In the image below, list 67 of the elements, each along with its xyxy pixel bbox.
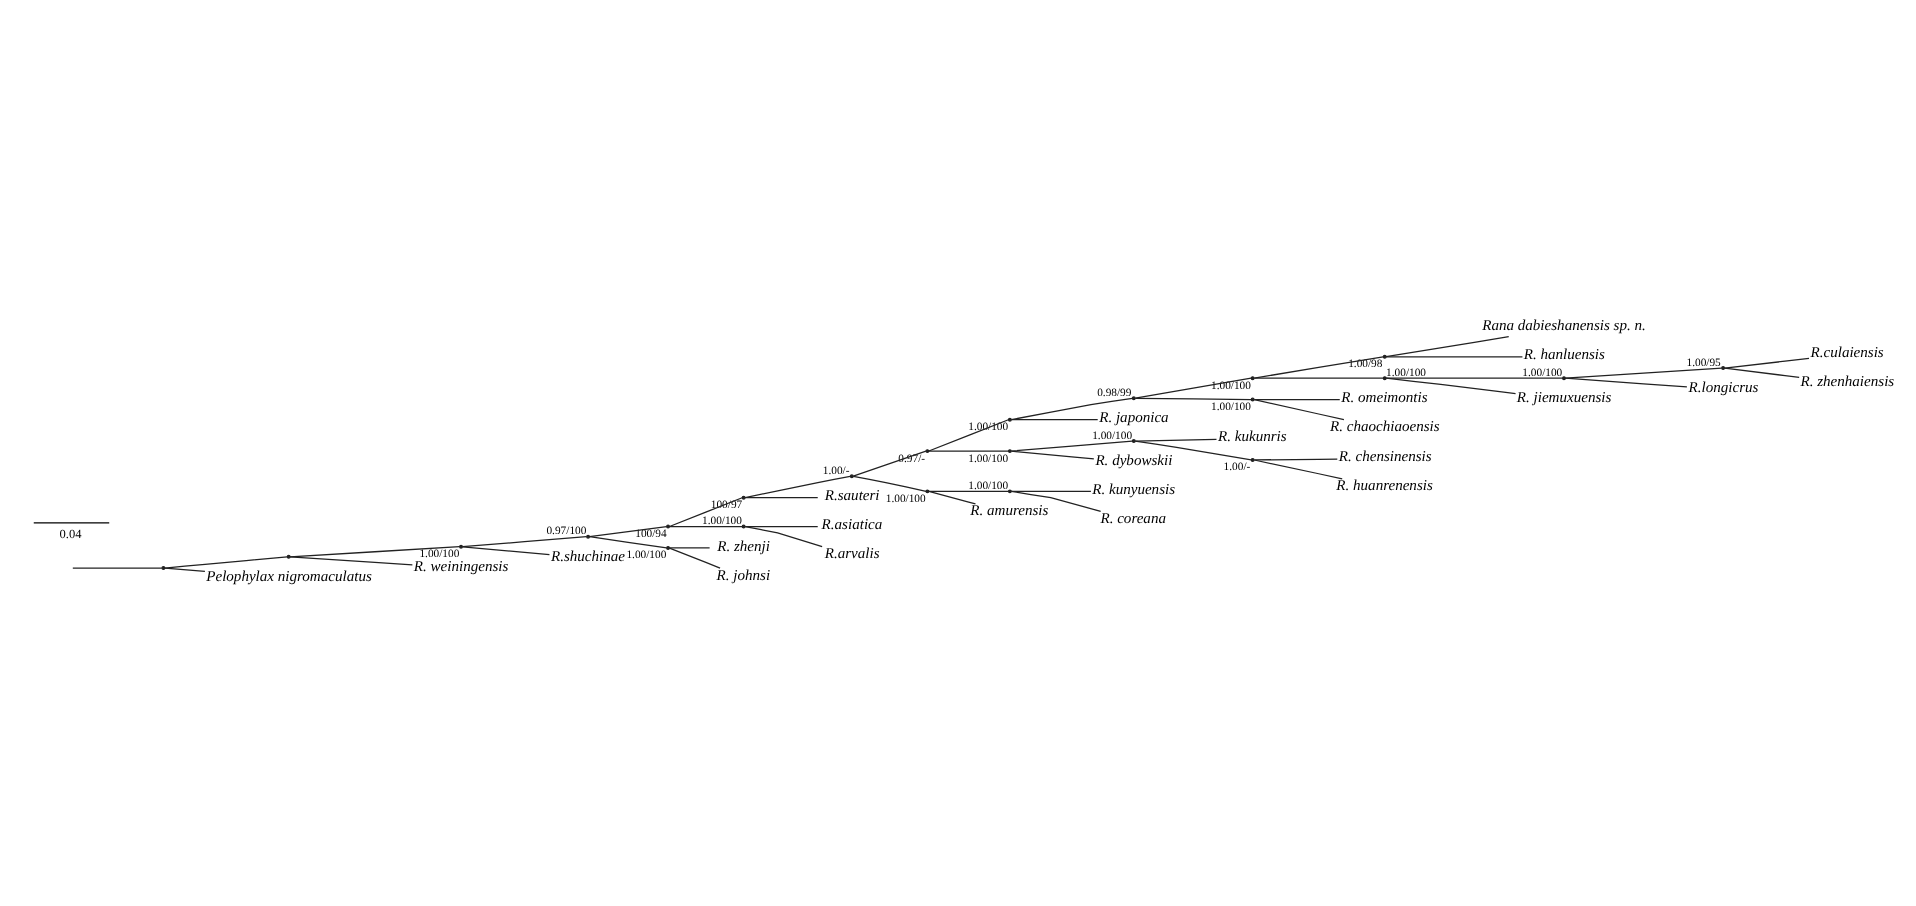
connector: [1010, 490, 1092, 492]
connector: [1010, 440, 1133, 452]
node-point: [1131, 439, 1136, 444]
connector: [668, 497, 743, 528]
connector: [668, 525, 743, 528]
node-point: [1382, 376, 1387, 381]
connector: [1253, 377, 1384, 379]
node-point: [161, 566, 166, 571]
connector: [164, 556, 288, 569]
node-point: [741, 524, 746, 529]
connector: [1253, 399, 1345, 421]
connector: [928, 490, 1010, 492]
connector: [928, 490, 977, 505]
connector: [1134, 438, 1218, 442]
connector: [744, 475, 851, 499]
connector: [1385, 377, 1517, 395]
connector: [744, 526, 823, 548]
connector: [1564, 377, 1688, 388]
connector: [462, 536, 588, 548]
connector: [1385, 356, 1524, 358]
connector: [1724, 357, 1810, 369]
connector: [1134, 440, 1252, 461]
node-point: [1007, 489, 1012, 494]
node-point: [1721, 366, 1726, 371]
node-point: [666, 524, 671, 529]
connector: [1253, 398, 1341, 401]
connector: [852, 450, 927, 477]
node-point: [1007, 417, 1012, 422]
connector: [1724, 367, 1800, 378]
node-point: [1250, 376, 1255, 381]
connector: [1010, 397, 1134, 421]
node-point: [1250, 457, 1255, 462]
connector: [744, 497, 819, 499]
node-point: [666, 546, 671, 550]
connector: [1253, 459, 1343, 480]
connector: [1010, 450, 1095, 460]
node-point: [1382, 354, 1387, 359]
connector: [668, 547, 711, 549]
connector: [1253, 458, 1338, 461]
connector: [668, 547, 721, 569]
connector: [1134, 377, 1252, 399]
node-point: [741, 495, 746, 500]
node-point: [586, 534, 591, 539]
node-point: [925, 489, 930, 494]
connector: [1010, 490, 1102, 513]
connector: [744, 525, 819, 528]
connector: [1253, 356, 1384, 379]
connector: [289, 556, 413, 566]
connector: [1385, 336, 1510, 358]
connector: [928, 450, 1010, 452]
node-point: [925, 449, 930, 454]
connector: [1564, 367, 1723, 379]
connector: [1010, 419, 1099, 421]
node-point: [849, 474, 854, 479]
node-point: [1007, 449, 1012, 454]
connector: [1134, 397, 1252, 401]
connector: [588, 536, 668, 549]
connector: [72, 567, 163, 569]
connector: [852, 475, 927, 492]
node-point: [286, 554, 291, 559]
node-point: [1562, 376, 1566, 381]
connector: [462, 546, 551, 556]
connector: [164, 567, 206, 573]
node-point: [1131, 396, 1136, 401]
connector: [588, 526, 668, 538]
node-point: [459, 544, 463, 549]
node-point: [1250, 397, 1255, 402]
